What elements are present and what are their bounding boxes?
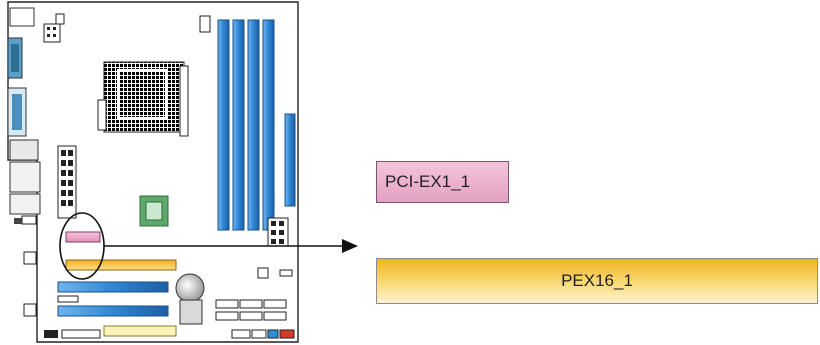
small-chip (23, 303, 37, 317)
rear-io-group (7, 7, 41, 224)
cpu-socket (97, 61, 189, 137)
pex16-callout-label: PEX16_1 (376, 258, 818, 304)
pci-ex1-callout-label: PCI-EX1_1 (376, 161, 509, 203)
dimm-slot (262, 19, 275, 231)
chipset (139, 195, 169, 227)
lan-usb-stack (9, 161, 41, 193)
pcie-slot (57, 281, 169, 293)
atx-power-connector (284, 113, 296, 207)
ps2-connector (9, 7, 35, 27)
cpu-fan-header (43, 23, 61, 43)
dimm-slot (232, 19, 245, 231)
sys-fan-header (199, 15, 211, 33)
pcie-slot (57, 305, 169, 317)
dimm-slot (217, 19, 230, 231)
usb-stack (9, 139, 39, 161)
small-chip (23, 251, 37, 265)
small-header (21, 215, 37, 225)
cmos-battery (175, 273, 205, 325)
front-panel-headers (215, 267, 293, 321)
pci-slot (103, 325, 177, 337)
bottom-headers (44, 329, 295, 339)
dimm-slots (217, 19, 275, 231)
aux-power-header (57, 145, 77, 219)
pex16-slot (65, 259, 177, 271)
callout-arrowhead (342, 239, 358, 253)
pci-ex1-slot (65, 231, 101, 243)
dimm-slot (247, 19, 260, 231)
audio-stack (9, 193, 41, 215)
